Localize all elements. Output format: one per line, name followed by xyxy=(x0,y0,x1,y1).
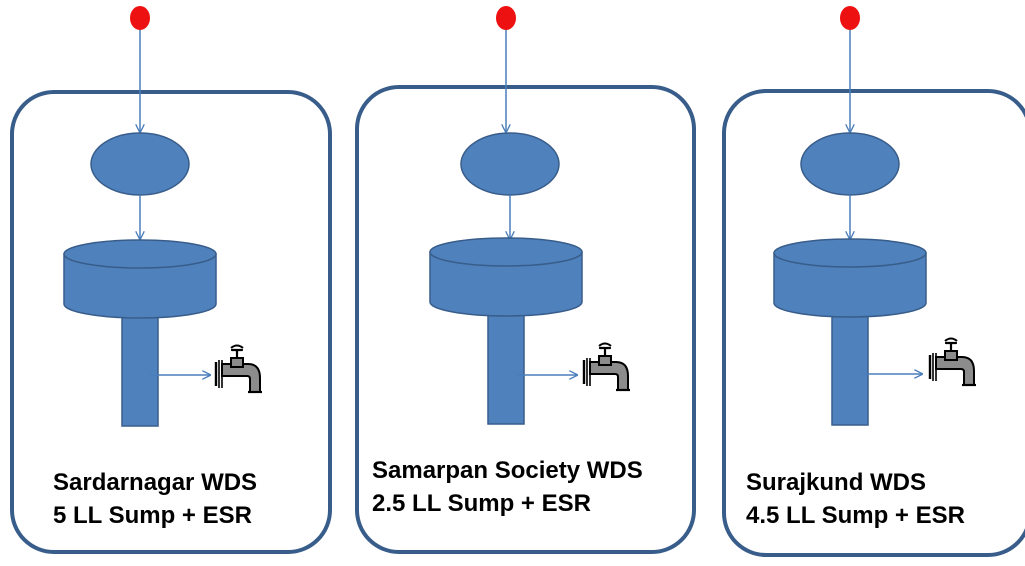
faucet-icon xyxy=(582,342,632,392)
station-label-surajkund: Surajkund WDS 4.5 LL Sump + ESR xyxy=(746,466,965,532)
esr-tank xyxy=(429,251,583,317)
station-panel xyxy=(10,6,332,554)
esr-tank-top xyxy=(63,239,217,269)
station-name: Sardarnagar WDS xyxy=(53,469,258,496)
station-capacity: 4.5 LL Sump + ESR xyxy=(746,502,965,529)
faucet-icon xyxy=(214,344,264,394)
source-dot xyxy=(840,6,860,30)
station-panel xyxy=(355,6,696,554)
station-panel xyxy=(722,6,1025,557)
sump-ellipse xyxy=(460,132,560,196)
faucet-icon xyxy=(928,337,978,387)
station-frame xyxy=(722,89,1025,557)
esr-column xyxy=(487,309,525,425)
station-label-sardarnagar: Sardarnagar WDS 5 LL Sump + ESR xyxy=(53,466,257,532)
station-name: Samarpan Society WDS xyxy=(372,457,643,484)
station-frame xyxy=(355,85,696,554)
esr-tank xyxy=(773,252,927,318)
esr-tank-top xyxy=(773,238,927,268)
station-label-samarpan-society: Samarpan Society WDS 2.5 LL Sump + ESR xyxy=(372,454,643,520)
esr-column xyxy=(831,310,869,426)
source-dot xyxy=(130,6,150,30)
station-capacity: 2.5 LL Sump + ESR xyxy=(372,490,591,517)
esr-column xyxy=(121,311,159,427)
esr-tank-top xyxy=(429,237,583,267)
station-name: Surajkund WDS xyxy=(746,469,927,496)
station-frame xyxy=(10,90,332,554)
sump-ellipse xyxy=(800,132,900,196)
sump-ellipse xyxy=(90,132,190,196)
source-dot xyxy=(496,6,516,30)
station-capacity: 5 LL Sump + ESR xyxy=(53,502,252,529)
esr-tank xyxy=(63,253,217,319)
